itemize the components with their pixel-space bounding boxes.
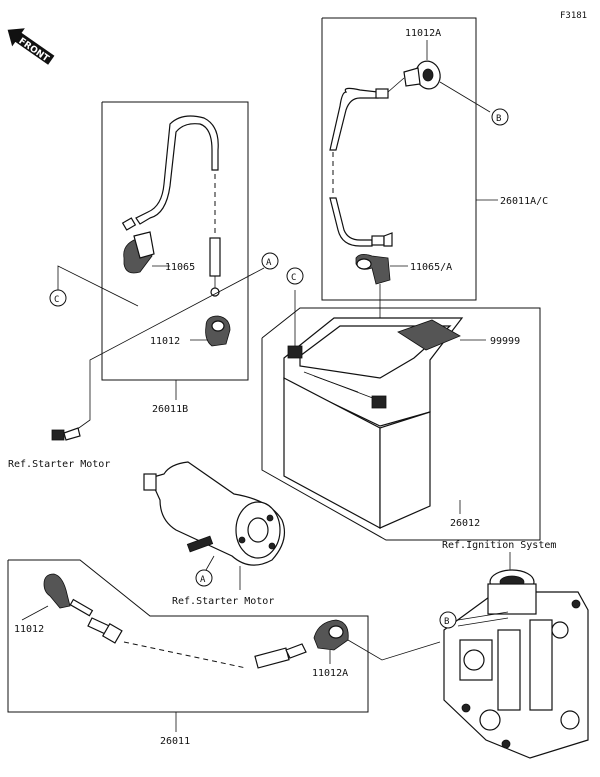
callout-b-bottom	[439, 611, 457, 629]
frame-26011	[7, 559, 369, 713]
front-arrow-icon: FRONT	[7, 28, 55, 65]
callout-c-left-label: C	[54, 295, 59, 305]
callout-c-top	[286, 267, 304, 285]
frame-26011b	[101, 101, 249, 381]
frame-26011ac	[321, 17, 477, 301]
label-26011b: 26011B	[152, 404, 188, 415]
label-ref-starter-mid: Ref.Starter Motor	[172, 596, 274, 607]
cable-26011	[43, 573, 349, 669]
callout-a-mid	[195, 569, 213, 587]
callout-b-bottom-label: B	[444, 617, 449, 627]
callout-c-left	[49, 289, 67, 307]
callout-a-top-label: A	[266, 258, 272, 268]
engine-block	[443, 569, 589, 759]
callout-b-top-label: B	[496, 114, 501, 124]
diagram-code: F3181	[560, 11, 587, 21]
callout-b-top	[491, 108, 509, 126]
label-11012a-top: 11012A	[405, 28, 441, 39]
callout-a-mid-label: A	[200, 575, 206, 585]
label-11065: 11065	[165, 262, 195, 273]
cap-11065	[123, 231, 155, 274]
bolt-left	[51, 427, 81, 441]
label-11012-left: 11012	[150, 336, 180, 347]
frame-26012	[261, 307, 541, 541]
label-ref-starter-left: Ref.Starter Motor	[8, 459, 110, 470]
terminal-11012a-top	[403, 60, 441, 90]
terminal-11012-left	[205, 315, 231, 347]
label-26011: 26011	[160, 736, 190, 747]
label-26011ac: 26011A/C	[500, 196, 548, 207]
label-11012-bottom: 11012	[14, 624, 44, 635]
label-11012a-bottom: 11012A	[312, 668, 348, 679]
callout-a-top	[261, 252, 279, 270]
starter-bolt	[186, 535, 214, 553]
pad-99999	[397, 319, 461, 351]
label-26012: 26012	[450, 518, 480, 529]
cap-11065a	[355, 254, 391, 285]
label-11065a: 11065/A	[410, 262, 452, 273]
starter-motor	[143, 461, 285, 566]
label-99999: 99999	[490, 336, 520, 347]
battery	[283, 317, 464, 530]
label-ref-ignition: Ref.Ignition System	[442, 540, 556, 551]
callout-c-top-label: C	[291, 273, 296, 283]
